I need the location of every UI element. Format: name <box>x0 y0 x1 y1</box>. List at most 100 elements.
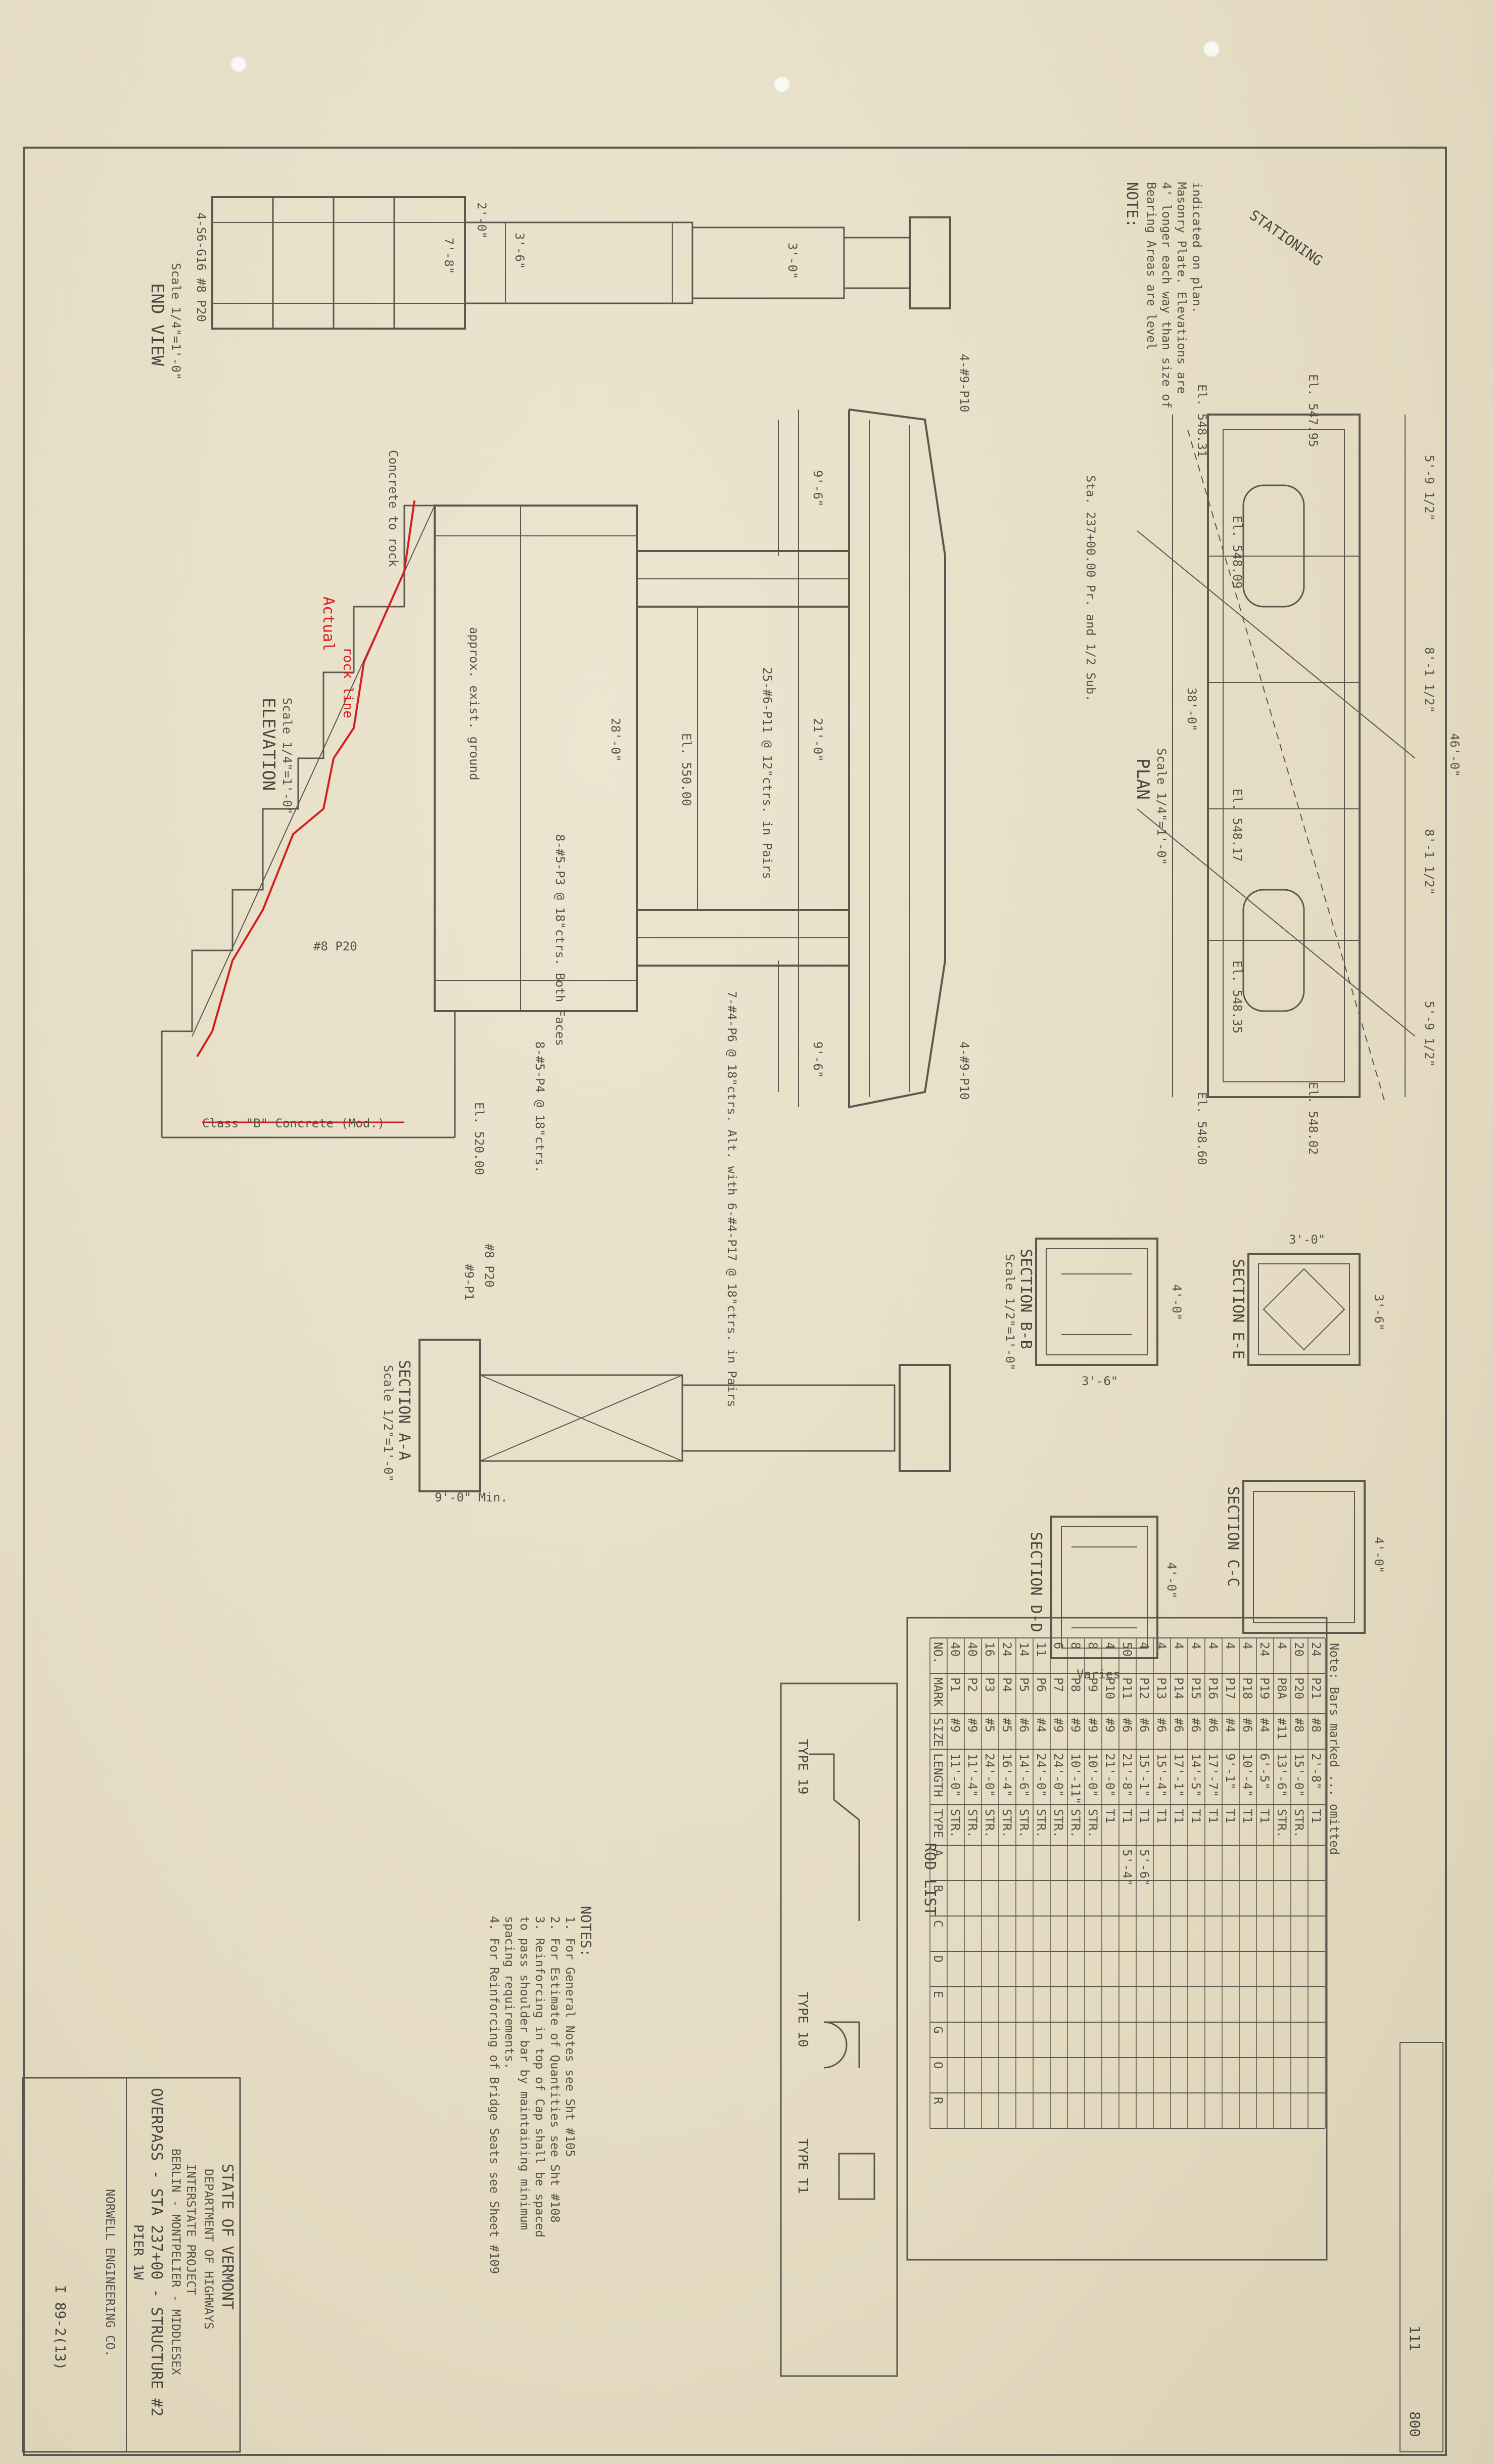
dim-9-6: 9'-6" <box>811 470 825 507</box>
rod-list-header-cell: O <box>931 2062 945 2069</box>
rod-list-cell: #4 <box>1034 1718 1048 1732</box>
rod-list-cell: T1 <box>1189 1809 1203 1823</box>
rod-list-cell: P5 <box>1017 1677 1031 1692</box>
rod-list-cell: #6 <box>1154 1718 1169 1732</box>
section-dd-varies: Varies <box>1077 1667 1120 1681</box>
section-ee-title: SECTION E-E <box>1229 1259 1247 1359</box>
plan-width: 38'-0" <box>1185 688 1199 732</box>
rod-list-cell: P19 <box>1257 1677 1272 1699</box>
rod-list-cell: P4 <box>1000 1677 1014 1692</box>
rod-list-cell: 15'-4" <box>1154 1753 1169 1797</box>
rod-list-cell: P6 <box>1034 1677 1048 1692</box>
end-view-title: END VIEW <box>147 283 167 366</box>
rod-list-cell: 8 <box>1086 1642 1100 1649</box>
rod-list-cell: 14'-5" <box>1189 1753 1203 1797</box>
rod-list-cell: STR. <box>948 1809 962 1838</box>
section-aa <box>418 1339 951 1492</box>
elevation-title: ELEVATION <box>258 698 278 791</box>
general-note-line: to pass shoulder bar by maintaining mini… <box>518 1916 532 2230</box>
rod-list-cell: #9 <box>1103 1718 1117 1732</box>
rod-list-header-cell: LENGTH <box>931 1753 945 1797</box>
rod-list-cell: T1 <box>1137 1809 1151 1823</box>
rod-list-cell: #9 <box>948 1718 962 1732</box>
section-cc <box>1242 1480 1366 1634</box>
plan-span-dim: 5'-9 1/2" <box>1422 455 1436 521</box>
section-bb-scale: Scale 1/2"=1'-0" <box>1003 1254 1017 1371</box>
plan-elevation: El. 548.09 <box>1230 516 1244 589</box>
note-line: 4' longer each way than size of <box>1159 182 1174 408</box>
rod-list-cell: P8 <box>1068 1677 1083 1692</box>
plan-elevation: El. 548.02 <box>1306 1082 1320 1155</box>
rod-list-cell: 40 <box>948 1642 962 1657</box>
plan-total-dim: 46'-0" <box>1448 733 1462 777</box>
rod-list-cell: P16 <box>1206 1677 1220 1699</box>
rod-list-cell: #6 <box>1206 1718 1220 1732</box>
title-route: BERLIN - MONTPELIER - MIDDLESEX <box>169 2149 183 2375</box>
type-t1-label: TYPE T1 <box>795 2138 810 2194</box>
section-cc-width: 4'-0" <box>1372 1537 1386 1573</box>
rod-list-table <box>906 1617 1328 2261</box>
plan-span-dim: 8'-1 1/2" <box>1422 647 1436 713</box>
rod-list-cell: T1 <box>1240 1809 1254 1823</box>
rod-list-cell: 16'-4" <box>1000 1753 1014 1797</box>
section-bb-title: SECTION B-B <box>1017 1249 1035 1349</box>
bar-p10-label: 4-#9-P10 <box>957 1041 971 1100</box>
rod-list-header-cell: R <box>931 2097 945 2105</box>
rod-list-cell: 10'-4" <box>1240 1753 1254 1797</box>
rod-list-cell: 4 <box>1154 1642 1169 1649</box>
rod-list-cell: 10'-0" <box>1086 1753 1100 1797</box>
title-proj-no: I 89-2(13) <box>52 2285 69 2370</box>
rod-list-header-cell: A <box>931 1849 945 1857</box>
rod-list-cell: STR. <box>1068 1809 1083 1838</box>
rod-list-header-cell: TYPE <box>931 1809 945 1838</box>
rod-list-cell: #6 <box>1189 1718 1203 1732</box>
rod-list-cell: 11'-0" <box>948 1753 962 1797</box>
rod-list-cell: 16 <box>983 1642 997 1657</box>
rod-list-cell: P18 <box>1240 1677 1254 1699</box>
rod-list-cell: T1 <box>1120 1809 1134 1823</box>
rod-list-cell: #4 <box>1223 1718 1237 1732</box>
actual-rock-line <box>196 500 415 1058</box>
dim-21: 21'-0" <box>811 718 825 762</box>
rod-list-cell: P1 <box>948 1677 962 1692</box>
rod-list-cell: 11'-4" <box>965 1753 979 1797</box>
plan-view <box>1137 414 1416 1103</box>
section-aa-bar: #8 P20 <box>482 1244 496 1288</box>
rod-list-cell: P21 <box>1309 1677 1323 1699</box>
bottom-elevation: El. 520.00 <box>472 1102 486 1175</box>
plan-station: Sta. 237+00.00 Pr. and 1/2 Sub. <box>1084 475 1098 702</box>
rod-list-header-cell: NO. <box>931 1642 945 1664</box>
section-bb-height: 4'-0" <box>1170 1284 1184 1320</box>
plan-scale: Scale 1/4"=1'-0" <box>1154 748 1169 865</box>
bar-p10-label: 4-#9-P10 <box>957 354 971 413</box>
rod-list-cell: 6'-5" <box>1257 1753 1272 1790</box>
rod-list-cell: P15 <box>1189 1677 1203 1699</box>
general-note-line: 1. For General Notes see Sht #105 <box>563 1916 577 2157</box>
plan-elevation: El. 548.35 <box>1230 961 1244 1034</box>
section-aa-title: SECTION A-A <box>395 1360 413 1461</box>
rod-list-cell: 10'-11" <box>1068 1753 1083 1804</box>
rod-list-cell: 6 <box>1051 1642 1065 1649</box>
plan-span-dim: 5'-9 1/2" <box>1422 1001 1436 1067</box>
rod-list-cell: 40 <box>965 1642 979 1657</box>
dim-28: 28'-0" <box>609 718 623 762</box>
section-dd <box>1050 1516 1158 1659</box>
end-view-dim-d: 7'-8" <box>442 238 456 274</box>
rod-list-cell: STR. <box>965 1809 979 1838</box>
rod-list-cell: 24'-0" <box>1034 1753 1048 1797</box>
rod-list-cell: T1 <box>1309 1809 1323 1823</box>
plan-elevation: El. 548.60 <box>1195 1092 1209 1165</box>
rock-line-label: rock line <box>340 647 355 718</box>
approx-ground-label: approx. exist. ground <box>467 627 481 780</box>
rod-list-cell: 5'-4" <box>1120 1849 1134 1886</box>
rod-list-cell: 13'-6" <box>1275 1753 1289 1797</box>
general-note-line: 2. For Estimate of Quantities see Sht #1… <box>548 1916 562 2223</box>
rod-list-cell: 24 <box>1257 1642 1272 1657</box>
sheet-number: 111 <box>1407 2325 1423 2351</box>
plan-span-dim: 8'-1 1/2" <box>1422 829 1436 895</box>
general-note-line: spacing requirements. <box>502 1916 517 2069</box>
rod-list-cell: T1 <box>1172 1809 1186 1823</box>
rod-list-cell: #6 <box>1137 1718 1151 1732</box>
elevation-scale: Scale 1/4"=1'-0" <box>280 698 294 814</box>
rod-list-cell: 11 <box>1034 1642 1048 1657</box>
